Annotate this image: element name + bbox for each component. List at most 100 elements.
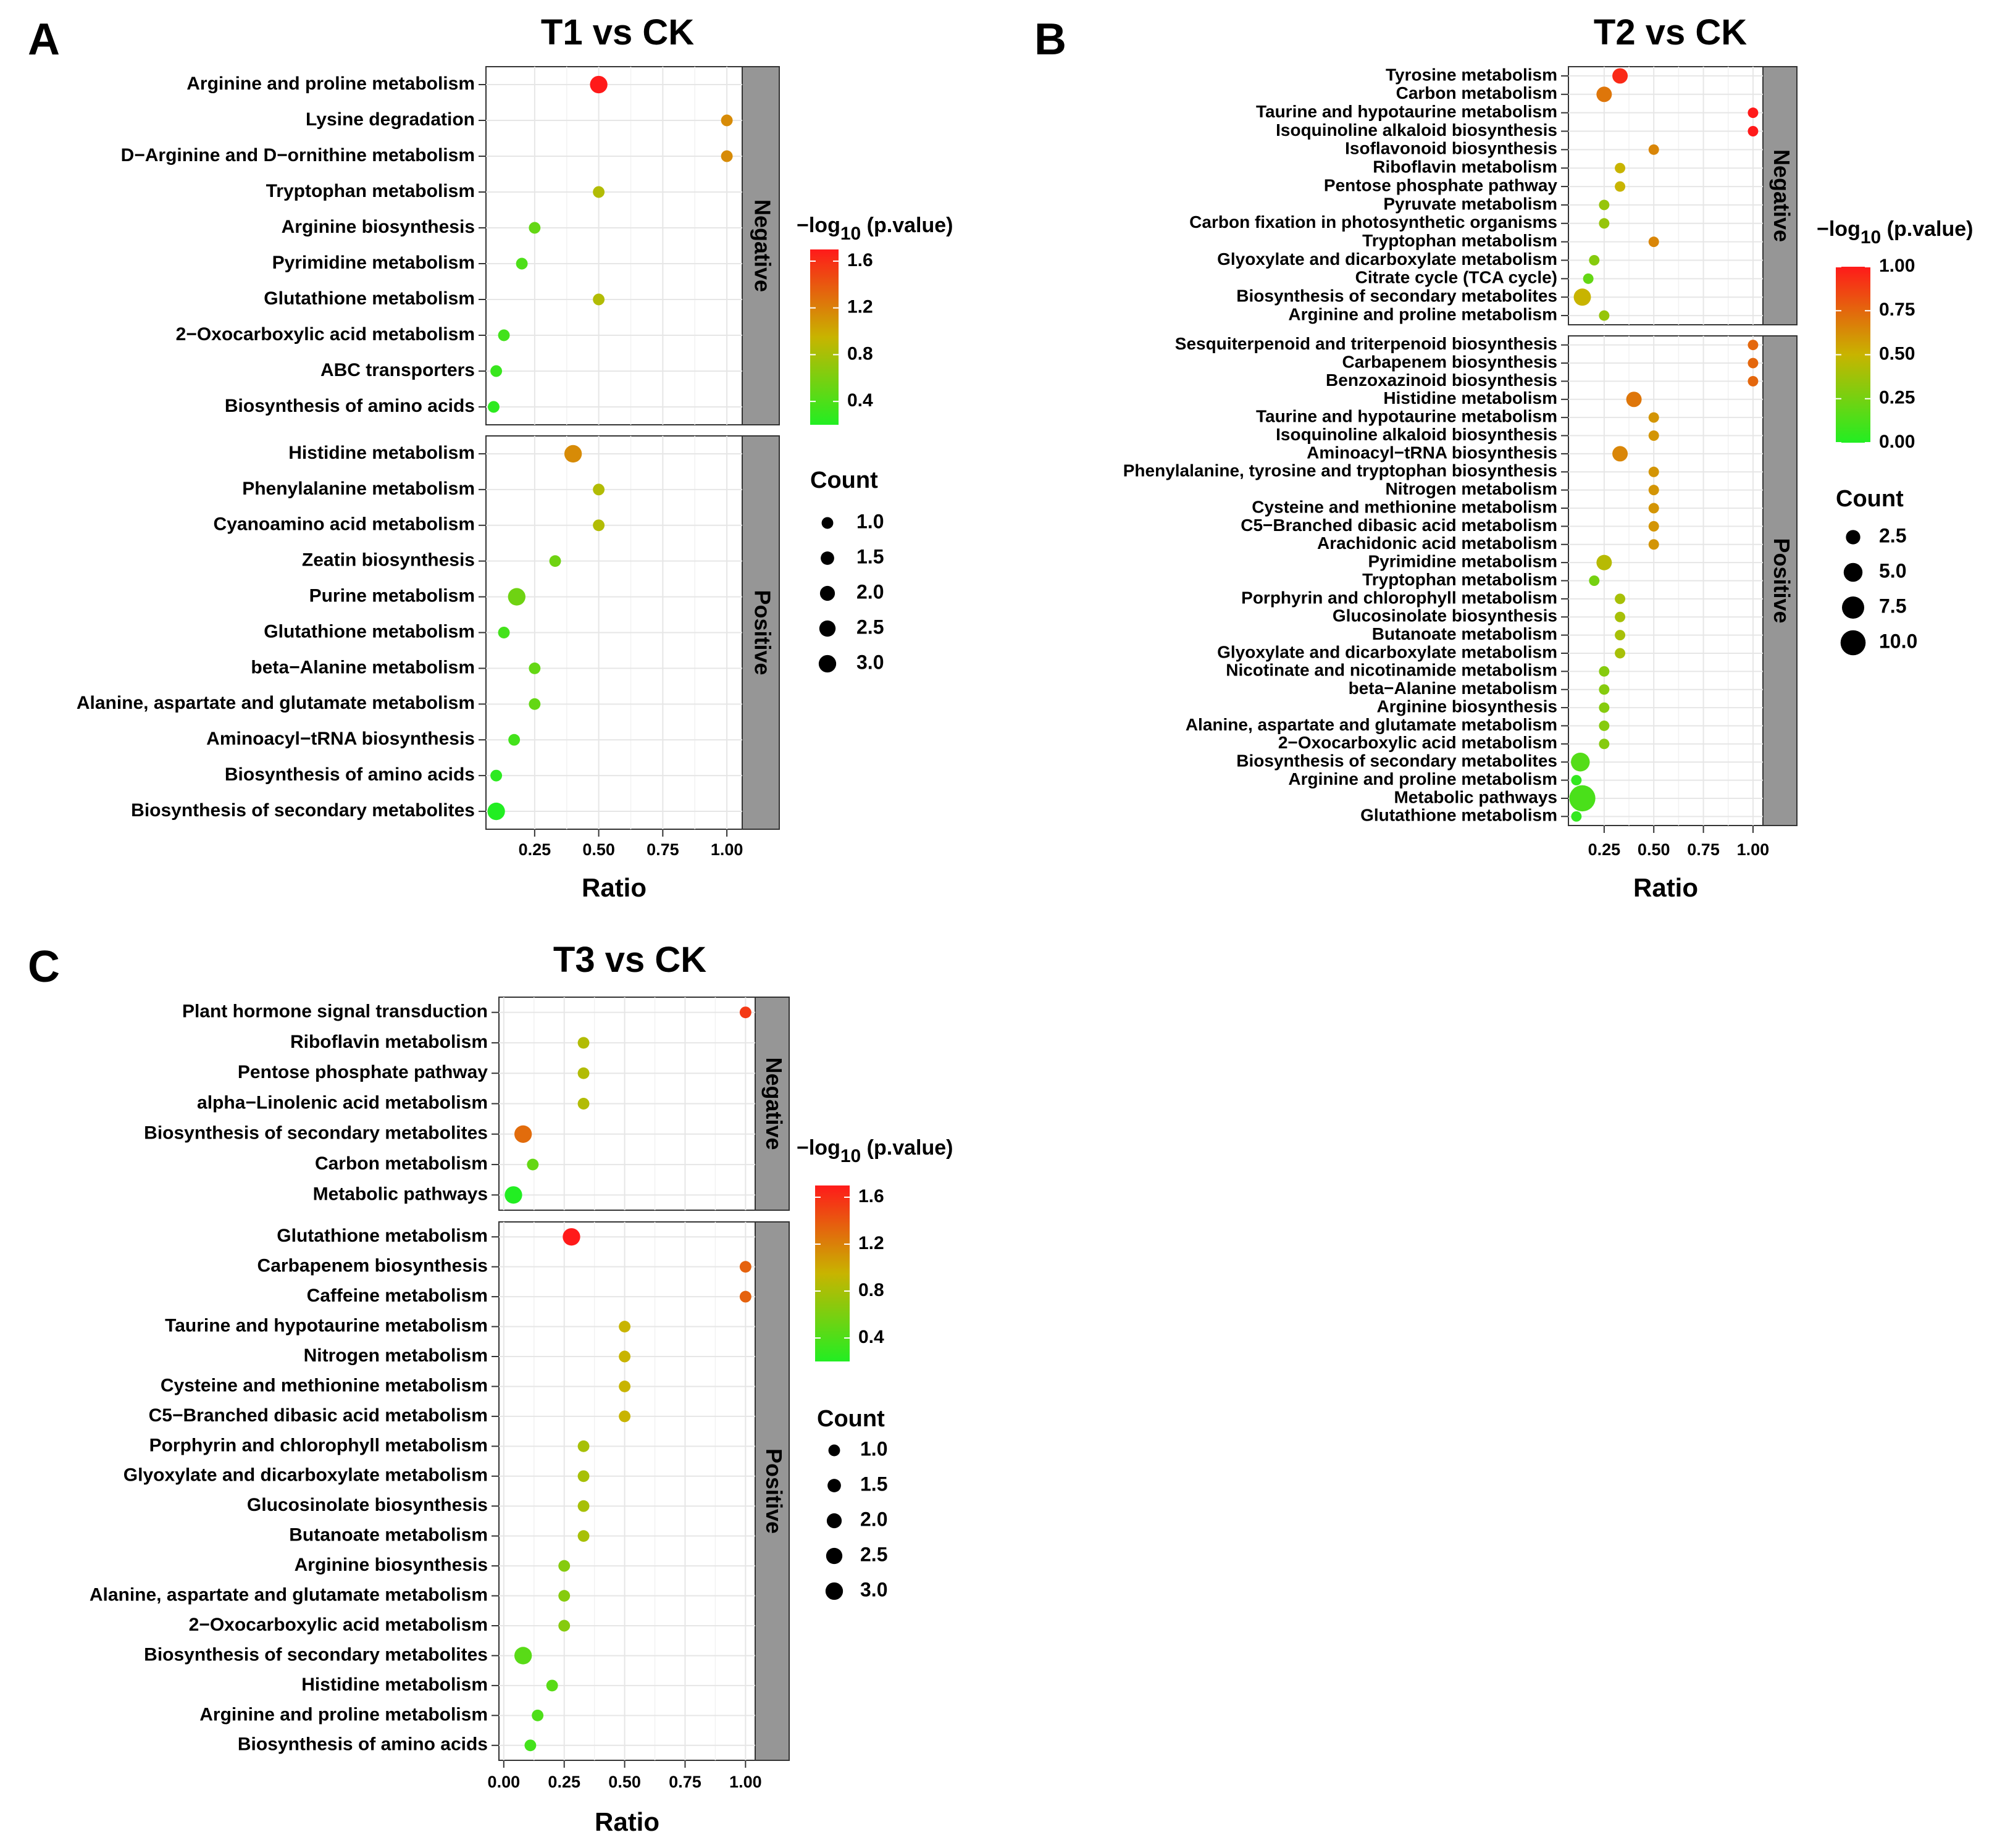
category-label: Pyrimidine metabolism	[1368, 552, 1557, 571]
data-point	[590, 75, 608, 94]
color-bar-label: 1.2	[847, 297, 873, 317]
size-legend-label: 2.0	[860, 1508, 887, 1530]
category-label: Zeatin biosynthesis	[302, 550, 475, 571]
data-point	[721, 150, 733, 162]
size-legend-label: 2.5	[860, 1543, 887, 1565]
category-label: Glutathione metabolism	[264, 288, 475, 309]
data-point	[1748, 126, 1759, 136]
data-point	[577, 1500, 590, 1512]
data-point	[1599, 738, 1610, 750]
data-point	[558, 1590, 571, 1602]
facet-strip	[742, 66, 780, 425]
category-label: 2−Oxocarboxylic acid metabolism	[1278, 733, 1557, 752]
color-bar-label: 1.2	[858, 1233, 884, 1253]
color-bar-label: 1.6	[847, 250, 873, 270]
category-label: Nitrogen metabolism	[1386, 479, 1557, 498]
data-point	[1648, 539, 1659, 550]
size-legend-title: Count	[817, 1406, 885, 1432]
size-legend-label: 1.5	[860, 1473, 887, 1495]
x-tick-label: 0.75	[1687, 840, 1720, 859]
data-point	[1612, 68, 1628, 84]
size-legend-label: 2.5	[1879, 524, 1906, 546]
x-tick-label: 0.50	[608, 1773, 641, 1791]
data-point	[563, 1228, 580, 1246]
size-legend-label: 1.5	[856, 545, 884, 567]
x-tick-label: 0.75	[647, 840, 679, 859]
category-label: Histidine metabolism	[301, 1674, 488, 1695]
data-point	[1648, 412, 1659, 423]
data-point	[1599, 720, 1610, 731]
color-bar-label: 0.75	[1879, 299, 1915, 320]
data-point	[1648, 466, 1659, 477]
data-point	[1599, 684, 1610, 695]
size-legend-key	[826, 1513, 842, 1529]
data-point	[1648, 485, 1659, 496]
panel-letter: B	[1034, 15, 1066, 64]
data-point	[1599, 218, 1610, 229]
data-point	[619, 1381, 631, 1392]
data-point	[529, 222, 541, 234]
data-point	[1648, 503, 1659, 514]
data-point	[1583, 273, 1594, 284]
category-label: Pentose phosphate pathway	[1324, 175, 1557, 194]
data-point	[593, 186, 605, 198]
data-point	[527, 1158, 539, 1171]
data-point	[488, 401, 500, 413]
color-legend-title: −log10 (p.value)	[1817, 217, 1973, 248]
category-label: Isoquinoline alkaloid biosynthesis	[1276, 120, 1557, 140]
color-legend: −log10 (p.value)1.61.20.80.4	[797, 1136, 953, 1361]
category-label: ABC transporters	[320, 360, 475, 380]
category-label: Tryptophan metabolism	[1362, 570, 1557, 589]
size-legend-key	[819, 620, 836, 637]
data-point	[619, 1321, 631, 1332]
data-point	[1573, 288, 1591, 306]
category-label: D−Arginine and D−ornithine metabolism	[121, 145, 475, 165]
category-label: Carbon metabolism	[315, 1153, 488, 1174]
category-label: Glutathione metabolism	[1360, 806, 1557, 825]
category-label: Biosynthesis of secondary metabolites	[144, 1123, 488, 1144]
category-label: Arachidonic acid metabolism	[1317, 533, 1557, 553]
size-legend-key	[827, 1479, 841, 1492]
data-point	[514, 1125, 532, 1143]
category-label: Riboflavin metabolism	[290, 1032, 488, 1052]
panel-letter: C	[28, 942, 60, 992]
category-label: Plant hormone signal transduction	[182, 1001, 488, 1022]
data-point	[1748, 375, 1759, 387]
data-point	[1615, 648, 1626, 659]
color-bar	[810, 249, 839, 425]
data-point	[1599, 310, 1610, 321]
color-bar-label: 0.4	[847, 390, 873, 411]
data-point	[577, 1440, 590, 1452]
color-bar	[1836, 267, 1870, 443]
category-label: Glyoxylate and dicarboxylate metabolism	[1217, 249, 1557, 269]
data-point	[739, 1261, 751, 1273]
data-point	[532, 1709, 544, 1721]
size-legend-label: 5.0	[1879, 559, 1906, 582]
category-label: Arginine biosynthesis	[282, 217, 475, 237]
panel-letter: A	[28, 15, 60, 64]
facet-strip-label: Positive	[750, 590, 775, 675]
facet-strip-label: Negative	[1769, 149, 1794, 242]
x-axis-title: Ratio	[582, 873, 647, 902]
category-label: Arginine biosynthesis	[1377, 696, 1558, 716]
data-point	[498, 329, 510, 341]
category-label: Biosynthesis of amino acids	[238, 1734, 488, 1755]
data-point	[1615, 593, 1626, 604]
color-legend: −log10 (p.value)1.61.20.80.4	[797, 214, 953, 425]
data-point	[1599, 702, 1610, 713]
category-label: Alanine, aspartate and glutamate metabol…	[1186, 715, 1557, 734]
category-label: Metabolic pathways	[1394, 787, 1557, 806]
chart-title: T1 vs CK	[541, 12, 694, 52]
x-axis-title: Ratio	[595, 1807, 659, 1836]
category-label: Aminoacyl−tRNA biosynthesis	[1307, 443, 1557, 462]
category-label: Glutathione metabolism	[264, 621, 475, 642]
chart-title: T3 vs CK	[553, 940, 706, 980]
